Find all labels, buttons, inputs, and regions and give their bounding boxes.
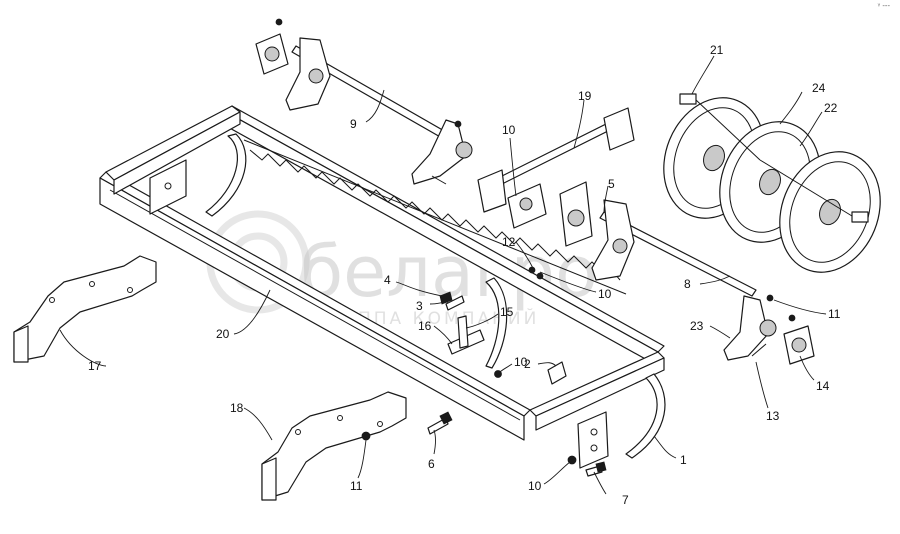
callout-15: 15 bbox=[500, 305, 514, 319]
toothed-bar bbox=[249, 149, 621, 281]
center-tine bbox=[485, 277, 508, 369]
callout-23: 23 bbox=[690, 319, 704, 333]
callout-12: 12 bbox=[502, 235, 516, 249]
bolt-3 bbox=[445, 295, 465, 311]
tine-1 bbox=[625, 373, 666, 459]
shaft-assembly-part-9 bbox=[255, 18, 473, 185]
arm-23 bbox=[723, 295, 769, 361]
callout-11-right: 11 bbox=[828, 307, 841, 321]
bolt-6-head bbox=[439, 411, 453, 425]
callout-2: 2 bbox=[524, 357, 531, 371]
nut-11-lower bbox=[361, 431, 371, 441]
callout-9: 9 bbox=[350, 117, 357, 131]
bolt-7-head bbox=[595, 461, 607, 473]
bar-19-right-bracket bbox=[603, 107, 635, 151]
arm-middle bbox=[591, 199, 635, 281]
tine-bracket bbox=[577, 411, 609, 469]
callout-20: 20 bbox=[216, 327, 230, 341]
left-crossbar-face bbox=[113, 111, 241, 195]
tine-part-1 bbox=[577, 373, 666, 469]
leader-lines bbox=[59, 55, 827, 495]
callout-11-lower: 11 bbox=[350, 479, 363, 493]
corner-mark: ᵞ --- bbox=[877, 2, 890, 10]
bracket-17 bbox=[13, 255, 157, 363]
packer-wheels bbox=[663, 93, 881, 273]
bracket-part-18 bbox=[261, 391, 407, 501]
callout-10-center: 10 bbox=[514, 355, 528, 369]
clip-2 bbox=[547, 361, 567, 385]
callout-7: 7 bbox=[622, 493, 629, 507]
callout-1: 1 bbox=[680, 453, 687, 467]
callout-22: 22 bbox=[824, 101, 838, 115]
bolt-15 bbox=[457, 315, 469, 349]
nut-10-center bbox=[494, 370, 502, 378]
arm-upper-left bbox=[285, 37, 331, 111]
packer-wheel-22 bbox=[779, 151, 881, 273]
callout-21: 21 bbox=[710, 43, 724, 57]
bracket-17-foot bbox=[13, 325, 29, 363]
bar-19-left-bracket bbox=[477, 169, 507, 213]
callout-10-middle: 10 bbox=[598, 287, 612, 301]
callout-6: 6 bbox=[428, 457, 435, 471]
callout-4: 4 bbox=[384, 273, 391, 287]
callout-19: 19 bbox=[578, 89, 592, 103]
bar-part-19 bbox=[477, 107, 635, 247]
callout-3: 3 bbox=[416, 299, 423, 313]
callout-18: 18 bbox=[230, 401, 244, 415]
callout-10-upper: 10 bbox=[502, 123, 516, 137]
left-mount-plate bbox=[149, 159, 187, 215]
right-crossbar bbox=[529, 351, 665, 417]
bracket-18 bbox=[261, 391, 407, 501]
shaft-8 bbox=[599, 211, 757, 297]
shaft-assembly-part-8 bbox=[528, 199, 815, 365]
callout-13: 13 bbox=[766, 409, 780, 423]
bracket-part-17 bbox=[13, 255, 157, 363]
callout-10-lower: 10 bbox=[528, 479, 542, 493]
bracket-18-foot bbox=[261, 457, 277, 501]
hardware bbox=[361, 291, 607, 477]
callouts: 1 2 3 4 5 6 7 8 9 10 10 10 10 11 11 12 1… bbox=[88, 43, 841, 507]
callout-8: 8 bbox=[684, 277, 691, 291]
callout-14: 14 bbox=[816, 379, 830, 393]
callout-16: 16 bbox=[418, 319, 432, 333]
left-tine bbox=[205, 133, 247, 217]
main-frame-part-20 bbox=[99, 105, 665, 441]
nut-4 bbox=[439, 291, 453, 305]
callout-5: 5 bbox=[608, 177, 615, 191]
right-crossbar-face bbox=[535, 357, 665, 431]
callout-17: 17 bbox=[88, 359, 102, 373]
callout-24: 24 bbox=[812, 81, 826, 95]
arm-upper-right bbox=[411, 119, 467, 185]
